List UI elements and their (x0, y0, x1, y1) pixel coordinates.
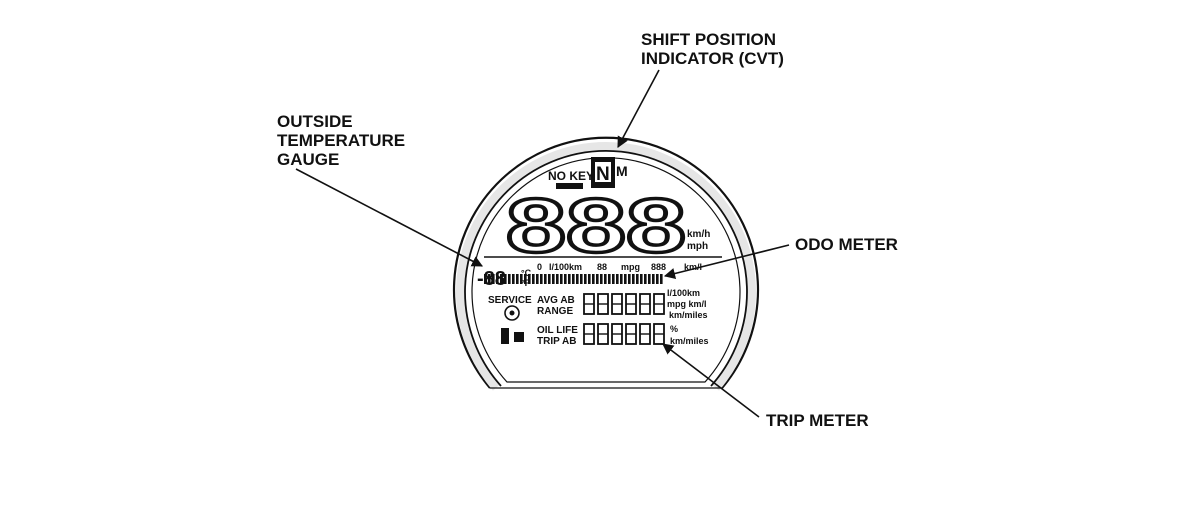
bar-segment (544, 274, 547, 284)
bar-segment (488, 274, 491, 284)
bar-segment (628, 274, 631, 284)
callout-odo-meter: ODO METER (795, 235, 898, 254)
bar-segment (620, 274, 623, 284)
economy-unit-l100km: l/100km (549, 262, 582, 272)
bar-segment (516, 274, 519, 284)
bar-segment (580, 274, 583, 284)
door-icon (514, 332, 524, 342)
manual-mode-letter: M (616, 163, 628, 179)
bar-segment (624, 274, 627, 284)
temp-unit-celsius: °C (521, 268, 532, 278)
bar-segment (652, 274, 655, 284)
upper-unit-l100km: l/100km (667, 288, 700, 298)
bar-segment (500, 274, 503, 284)
callout-outside-temperature: OUTSIDE TEMPERATURE GAUGE (277, 112, 405, 169)
economy-digits-mid: 88 (597, 262, 607, 272)
bar-segment (576, 274, 579, 284)
bar-segment (528, 274, 531, 284)
callout-temp-line-3: GAUGE (277, 150, 340, 169)
avg-ab-label: AVG AB (537, 295, 575, 306)
bezel-inner-ring (464, 149, 748, 387)
bar-segment (608, 274, 611, 284)
economy-digits-right: 888 (651, 262, 666, 272)
bar-segment (660, 274, 663, 284)
bar-segment (532, 274, 535, 284)
bar-segment (484, 274, 487, 284)
bar-segment (556, 274, 559, 284)
callout-shift-line-2: INDICATOR (CVT) (641, 49, 784, 68)
leader-outside-temperature (295, 168, 483, 267)
callout-trip-meter: TRIP METER (766, 411, 869, 430)
upper-unit-mpg-kml: mpg km/l (667, 299, 707, 309)
callout-shift-line-1: SHIFT POSITION (641, 30, 777, 49)
shift-position-letter: N (596, 164, 610, 185)
service-label: SERVICE (488, 295, 532, 306)
callout-trip-line: TRIP METER (766, 411, 869, 430)
maintenance-icon-center (509, 310, 515, 316)
bar-segment (520, 274, 523, 284)
oil-life-label: OIL LIFE (537, 325, 578, 336)
bar-segment (592, 274, 595, 284)
bar-segment (496, 274, 499, 284)
bar-segment (508, 274, 511, 284)
economy-zero: 0 (537, 262, 542, 272)
seatbelt-icon (501, 328, 509, 344)
smart-key-icon (556, 183, 583, 189)
bar-segment (504, 274, 507, 284)
bar-segment (600, 274, 603, 284)
speed-unit-mph: mph (687, 241, 708, 252)
bar-segment (552, 274, 555, 284)
lower-unit-percent: % (670, 324, 678, 334)
economy-unit-mpg: mpg (621, 262, 640, 272)
speed-unit-kmh: km/h (687, 229, 710, 240)
bar-segment (572, 274, 575, 284)
callout-temp-line-1: OUTSIDE (277, 112, 353, 131)
economy-unit-kml: km/l (684, 262, 702, 272)
leader-odo-meter (663, 244, 790, 279)
bar-segment (640, 274, 643, 284)
bar-segment (492, 274, 495, 284)
bar-segment (588, 274, 591, 284)
outside-temp-digits: -88 (477, 268, 506, 290)
bar-segment (656, 274, 659, 284)
bar-segment (512, 274, 515, 284)
bar-segment (616, 274, 619, 284)
bezel-outer-ring (452, 136, 760, 389)
trip-ab-label: TRIP AB (537, 336, 576, 347)
bar-segment (524, 274, 527, 284)
bar-segment (596, 274, 599, 284)
upper-unit-km-miles: km/miles (669, 310, 708, 320)
bar-segment (564, 274, 567, 284)
leader-trip-meter (662, 343, 760, 418)
bar-segment (584, 274, 587, 284)
bar-segment (612, 274, 615, 284)
bar-segment (536, 274, 539, 284)
shift-indicator-window (595, 162, 611, 182)
callout-odo-line: ODO METER (795, 235, 898, 254)
range-label: RANGE (537, 306, 573, 317)
bar-segment (632, 274, 635, 284)
bar-segment (568, 274, 571, 284)
bar-segment (636, 274, 639, 284)
lower-digit-row (583, 323, 665, 345)
no-key-indicator: NO KEY (548, 169, 594, 183)
callout-shift-position: SHIFT POSITION INDICATOR (CVT) (641, 30, 784, 68)
bar-segment (560, 274, 563, 284)
callout-temp-line-2: TEMPERATURE (277, 131, 406, 150)
upper-digit-row (583, 293, 665, 315)
bezel-ring-band (456, 142, 756, 391)
bar-segment (540, 274, 543, 284)
bar-segment (648, 274, 651, 284)
bar-segment (548, 274, 551, 284)
leader-shift-position (617, 69, 660, 148)
bar-segment (644, 274, 647, 284)
economy-bar-graph (484, 274, 663, 284)
lower-unit-km-miles: km/miles (670, 336, 709, 346)
speed-digits: 888 (506, 184, 686, 269)
bar-segment (604, 274, 607, 284)
